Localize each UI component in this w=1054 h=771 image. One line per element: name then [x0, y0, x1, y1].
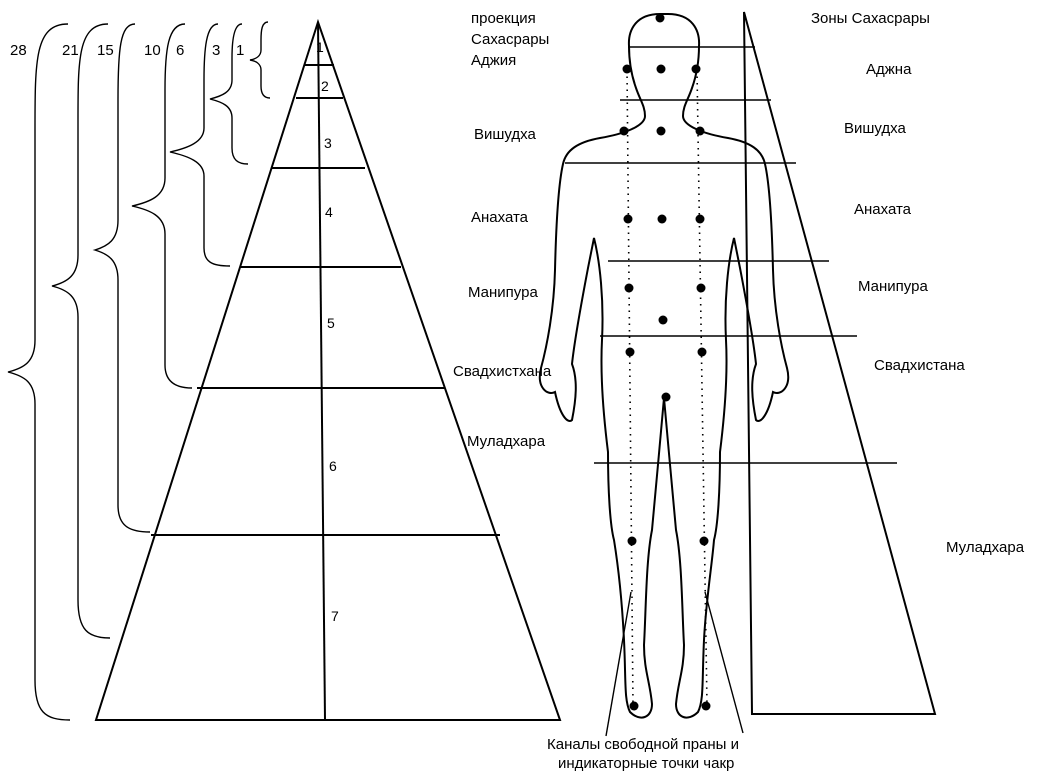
chakra-point [625, 284, 634, 293]
chakra-point [623, 65, 632, 74]
brace-label: 3 [212, 42, 220, 59]
chakra-point [700, 537, 709, 546]
chakra-point [697, 284, 706, 293]
chakra-points [620, 14, 711, 711]
brace-label: 6 [176, 42, 184, 59]
zone-label: Манипура [858, 278, 928, 295]
chakra-point [659, 316, 668, 325]
chakra-label: Манипура [468, 284, 538, 301]
caption-line: Каналы свободной праны и [547, 736, 739, 753]
level-number: 5 [327, 315, 335, 331]
brace-10 [132, 24, 192, 388]
chakra-point [692, 65, 701, 74]
level-number: 4 [325, 204, 333, 220]
chakra-point [656, 14, 665, 23]
sahasrara-projection-label: Аджия [471, 52, 516, 69]
chakra-point [628, 537, 637, 546]
zone-label: Муладхара [946, 539, 1025, 556]
zone-label: Аджна [866, 61, 912, 78]
brace-label: 28 [10, 42, 27, 59]
zones-title: Зоны Сахасрары [811, 10, 930, 27]
brace-1 [250, 22, 270, 98]
brace-28 [8, 24, 70, 720]
level-number: 2 [321, 78, 329, 94]
level-number: 6 [329, 458, 337, 474]
chakra-point [626, 348, 635, 357]
chakra-label: Анахата [471, 209, 529, 226]
chakra-point [696, 215, 705, 224]
prana-channels [627, 70, 707, 705]
chakra-point [662, 393, 671, 402]
cumulative-braces [8, 22, 270, 720]
brace-label: 15 [97, 42, 114, 59]
brace-15 [95, 24, 150, 532]
chakra-label: Свадхистхана [453, 363, 552, 380]
brace-label: 10 [144, 42, 161, 59]
level-number: 7 [331, 608, 339, 624]
chakra-label: Вишудха [474, 126, 537, 143]
chakra-point [702, 702, 711, 711]
chakra-label: Муладхара [467, 433, 546, 450]
caption-line: индикаторные точки чакр [558, 755, 734, 771]
chakra-point [620, 127, 629, 136]
chakra-point [658, 215, 667, 224]
brace-21 [52, 24, 110, 638]
chakra-point [657, 65, 666, 74]
chakra-point [630, 702, 639, 711]
zone-label: Анахата [854, 201, 912, 218]
chakra-point [696, 127, 705, 136]
level-number: 3 [324, 135, 332, 151]
brace-labels: 28 21 15 10 6 3 1 [10, 42, 244, 59]
sahasrara-projection-label: проекция [471, 10, 536, 27]
chakra-point [624, 215, 633, 224]
level-number: 1 [316, 39, 324, 55]
caption-leaders [606, 592, 743, 736]
chakra-point [698, 348, 707, 357]
chakra-labels: проекция Сахасрары Аджия Вишудха Анахата… [453, 10, 552, 450]
chakra-point [657, 127, 666, 136]
brace-label: 21 [62, 42, 79, 59]
brace-label: 1 [236, 42, 244, 59]
brace-6 [170, 24, 230, 266]
caption: Каналы свободной праны и индикаторные то… [547, 736, 739, 771]
zone-labels: Зоны Сахасрары Аджна Вишудха Анахата Ман… [811, 10, 1025, 556]
zone-label: Вишудха [844, 120, 907, 137]
sahasrara-projection-label: Сахасрары [471, 31, 549, 48]
zone-label: Свадхистана [874, 357, 965, 374]
